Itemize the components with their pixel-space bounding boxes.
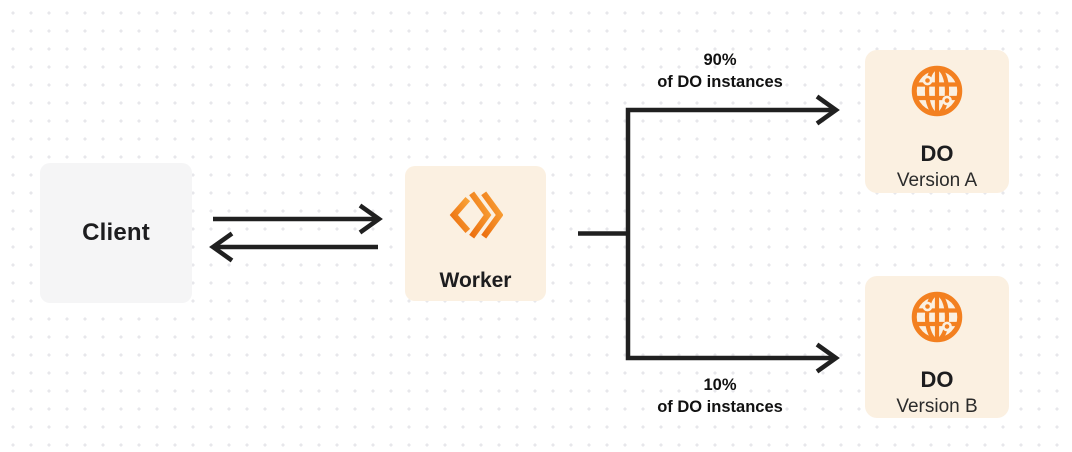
do-version-b-node: DO Version B xyxy=(865,276,1009,418)
client-node: Client xyxy=(40,163,192,303)
do-version-a-node: DO Version A xyxy=(865,50,1009,193)
bottom-branch-caption: of DO instances xyxy=(657,398,783,416)
top-branch-percent: 90% xyxy=(703,51,737,69)
do-version-a-subtitle: Version A xyxy=(896,170,978,191)
arrowhead-top-branch xyxy=(815,94,840,126)
do-version-b-subtitle: Version B xyxy=(896,396,978,417)
do-version-b-title: DO xyxy=(920,367,954,392)
branch-line-top xyxy=(625,107,833,234)
top-branch-caption: of DO instances xyxy=(657,73,783,91)
arrowhead-worker-to-client xyxy=(209,231,234,263)
arrowhead-bottom-branch xyxy=(815,342,840,374)
arrowhead-client-to-worker xyxy=(358,203,383,235)
bottom-branch-label: 10% of DO instances xyxy=(618,374,822,418)
client-label: Client xyxy=(82,219,150,246)
worker-label: Worker xyxy=(439,269,512,292)
durable-object-globe-icon xyxy=(909,289,965,345)
worker-node: Worker xyxy=(405,166,546,301)
durable-object-globe-icon xyxy=(909,63,965,119)
do-version-a-title: DO xyxy=(920,141,954,166)
branch-line-bottom xyxy=(625,233,833,361)
cloudflare-workers-icon xyxy=(449,188,503,242)
bottom-branch-percent: 10% xyxy=(703,376,737,394)
top-branch-label: 90% of DO instances xyxy=(618,49,822,93)
